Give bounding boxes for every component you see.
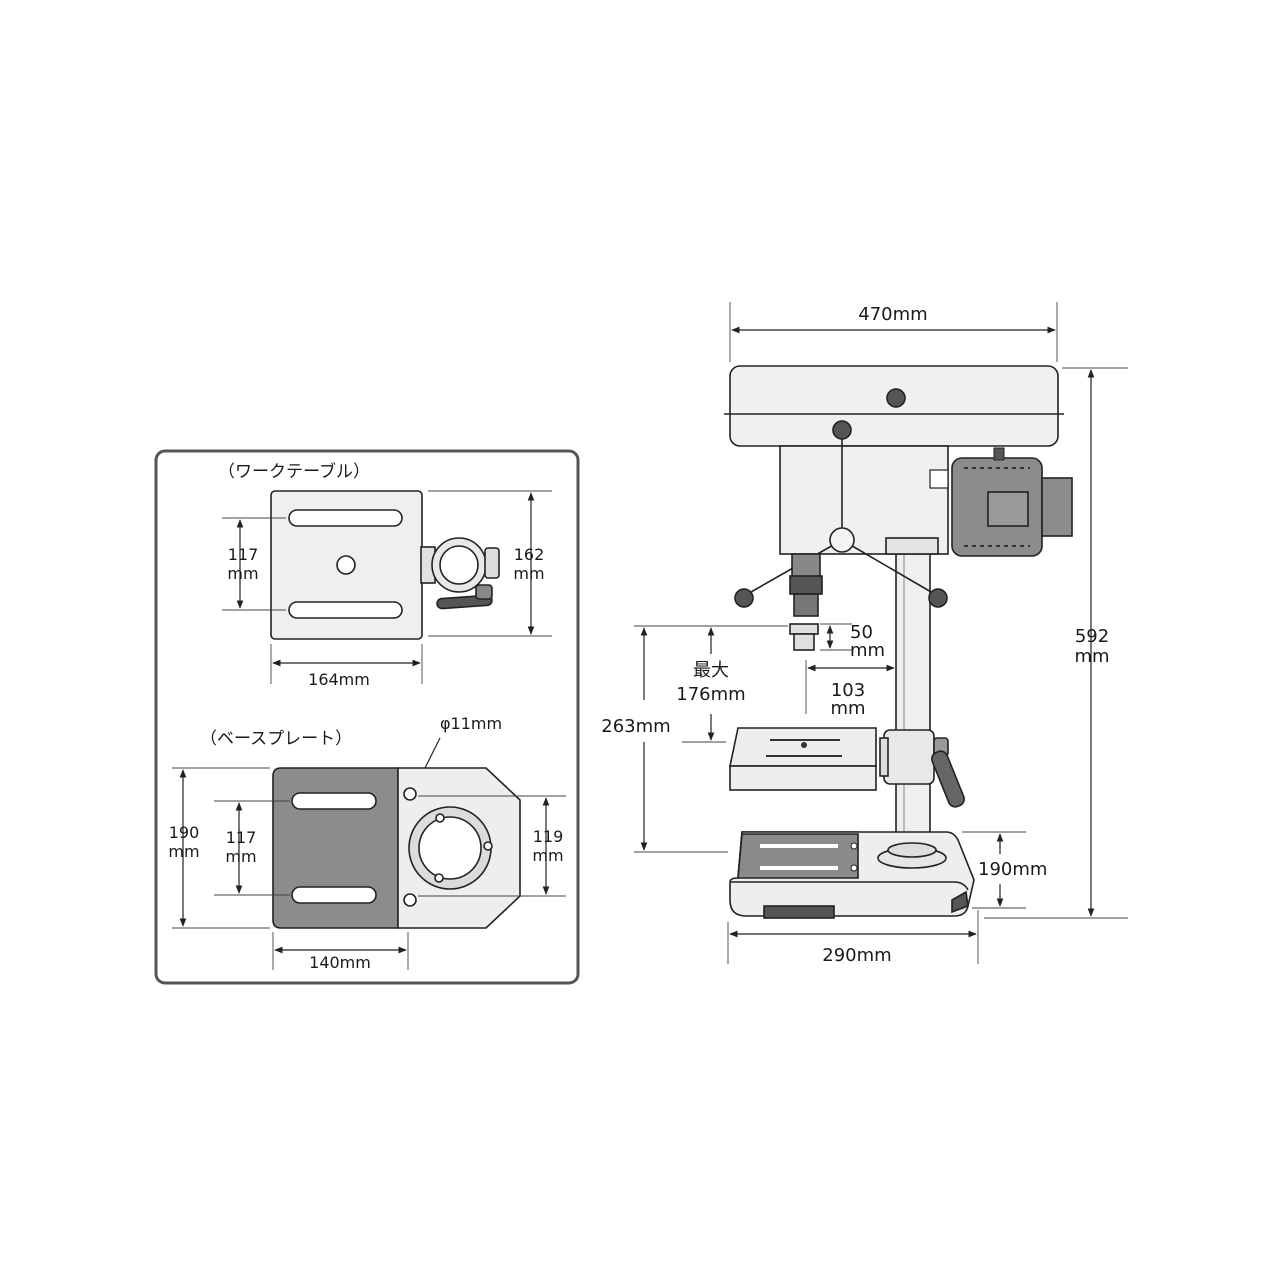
total-height-num: 592 xyxy=(1075,626,1109,647)
max-label: 最大 xyxy=(693,660,729,681)
column-height-label: 263mm xyxy=(601,716,670,737)
work-table-depth-unit: mm xyxy=(513,564,544,583)
work-table-width: 164mm xyxy=(308,670,370,689)
work-table-slot-spacing-num: 117 xyxy=(228,545,259,564)
base-plate-hole-spacing-unit: mm xyxy=(532,846,563,865)
throat-num: 103 xyxy=(831,680,865,701)
throat-unit: mm xyxy=(830,698,865,719)
drill-press-front-view: 470mm 592 mm 50 mm 103 mm 最大 176mm 263mm xyxy=(601,302,1128,966)
stroke-unit: mm xyxy=(850,640,885,661)
total-height-unit: mm xyxy=(1074,646,1109,667)
work-table-top-view: （ワークテーブル） 117 mm 162 mm 164mm xyxy=(218,461,552,689)
max-height-label: 176mm xyxy=(676,684,745,705)
base-width-label: 290mm xyxy=(822,945,891,966)
base-plate-depth-unit: mm xyxy=(168,842,199,861)
base-plate-title: （ベースプレート） xyxy=(200,729,352,749)
head-width-label: 470mm xyxy=(858,304,927,325)
base-plate-width: 140mm xyxy=(309,953,371,972)
base-plate-top-view: （ベースプレート） φ11mm 190 mm 117 mm 119 xyxy=(168,714,566,972)
work-table-depth-num: 162 xyxy=(514,545,545,564)
base-plate-slot-spacing-num: 117 xyxy=(226,828,257,847)
base-plate-depth-num: 190 xyxy=(169,823,200,842)
base-plate-slot-spacing-unit: mm xyxy=(225,847,256,866)
work-table-slot-spacing-unit: mm xyxy=(227,564,258,583)
base-plate-hole-spacing-num: 119 xyxy=(533,827,564,846)
stroke-num: 50 xyxy=(850,622,873,643)
base-depth-label: 190mm xyxy=(978,859,1047,880)
work-table-title: （ワークテーブル） xyxy=(218,461,370,482)
base-plate-hole-label: φ11mm xyxy=(440,714,502,733)
